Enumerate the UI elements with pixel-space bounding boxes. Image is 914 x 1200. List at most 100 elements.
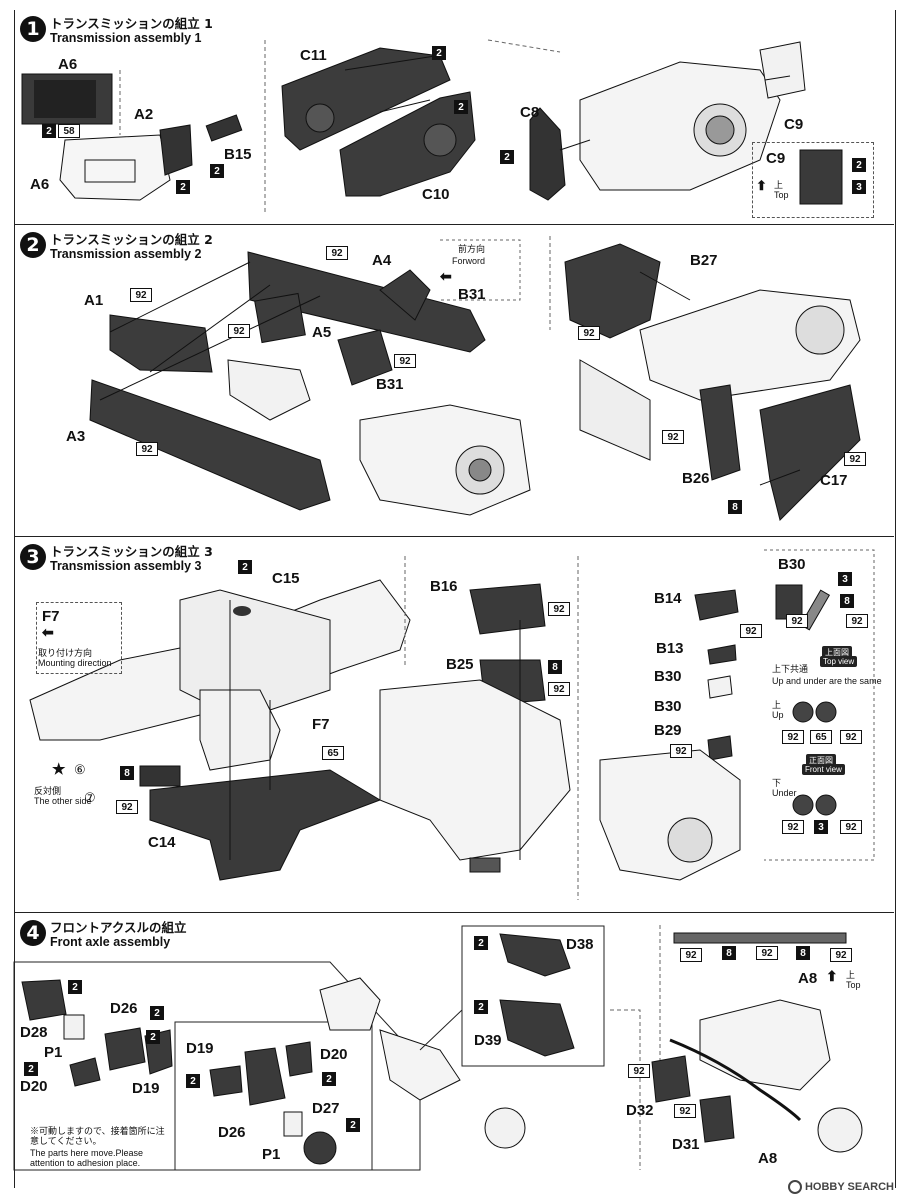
same-label-en: Up and under are the same — [772, 676, 882, 686]
part-label: D20 — [320, 1046, 348, 1063]
color-code: 2 — [186, 1074, 200, 1088]
color-code: 2 — [24, 1062, 38, 1076]
step-number: 3 — [20, 544, 46, 570]
color-code: 2 — [474, 936, 488, 950]
part-label: B26 — [682, 470, 710, 487]
front-view-tag-en: Front view — [802, 764, 845, 775]
step-ref: ⑥ — [74, 762, 86, 777]
color-code: 92 — [670, 744, 692, 758]
color-code: 92 — [548, 682, 570, 696]
part-label: C8 — [520, 104, 540, 121]
color-code: 92 — [840, 820, 862, 834]
up-arrow-icon: ⬆ — [826, 968, 838, 984]
s1-drawings — [21, 39, 843, 214]
mount-label-jp: 取り付け方向 — [38, 648, 93, 658]
step-number: 2 — [20, 232, 46, 258]
up-arrow-icon: ⬆ — [756, 178, 767, 193]
part-label: D32 — [626, 1102, 654, 1119]
forward-label-jp: 前方向 — [458, 244, 486, 254]
star-icon: ★ — [52, 761, 66, 778]
color-code: 92 — [662, 430, 684, 444]
color-code: 92 — [830, 948, 852, 962]
watermark-brand: HOBBY SEARCH — [804, 1181, 894, 1193]
color-code: 8 — [722, 946, 736, 960]
color-code: 8 — [120, 766, 134, 780]
note-en: The parts here move.Please attention to … — [30, 1148, 144, 1168]
part-label: B30 — [654, 668, 682, 685]
page-frame — [14, 10, 896, 1188]
color-code: 92 — [394, 354, 416, 368]
color-code: 92 — [116, 800, 138, 814]
color-code: 92 — [782, 820, 804, 834]
color-code: 65 — [322, 746, 344, 760]
section-title-jp: トランスミッションの組立 1 — [50, 16, 213, 31]
s2-drawings — [89, 236, 861, 521]
color-code: 2 — [454, 100, 468, 114]
part-label: B25 — [446, 656, 474, 673]
under-label-jp: 下 — [772, 778, 782, 788]
part-label: P1 — [262, 1146, 281, 1163]
section-divider — [14, 912, 894, 913]
part-label: C15 — [272, 570, 300, 587]
up-label-en: Up — [772, 710, 784, 720]
part-label: F7 — [42, 608, 60, 625]
color-code: 92 — [786, 614, 808, 628]
section-title-en: Transmission assembly 3 — [50, 559, 202, 573]
color-code: 2 — [176, 180, 190, 194]
other-side-en: The other side — [34, 796, 92, 806]
section-title-jp: トランスミッションの組立 2 — [50, 232, 213, 247]
part-label: B15 — [224, 146, 252, 163]
part-label: B31 — [458, 286, 486, 303]
left-arrow-icon: ⬅ — [440, 268, 452, 284]
color-code: 8 — [548, 660, 562, 674]
color-code: 92 — [228, 324, 250, 338]
color-code: 2 — [146, 1030, 160, 1044]
top-label-jp: 上 — [846, 970, 856, 980]
color-code: 92 — [578, 326, 600, 340]
part-label: B30 — [654, 698, 682, 715]
color-code: 3 — [838, 572, 852, 586]
section-3-header: 3 トランスミッションの組立 3 Transmission assembly 3 — [20, 544, 213, 574]
color-code: 3 — [852, 180, 866, 194]
part-label: A6 — [58, 56, 78, 73]
color-code: 2 — [500, 150, 514, 164]
color-code: 2 — [322, 1072, 336, 1086]
section-2-header: 2 トランスミッションの組立 2 Transmission assembly 2 — [20, 232, 213, 262]
color-code: 92 — [756, 946, 778, 960]
color-code: 2 — [68, 980, 82, 994]
s4-drawings — [13, 925, 863, 1171]
forward-label-en: Forword — [452, 256, 486, 266]
section-divider — [14, 224, 894, 225]
part-label: A8 — [758, 1150, 778, 1167]
top-label-en: Top — [774, 190, 789, 200]
color-code: 92 — [548, 602, 570, 616]
part-label: A3 — [66, 428, 86, 445]
part-label: B14 — [654, 590, 682, 607]
part-label: C10 — [422, 186, 450, 203]
part-label: B31 — [376, 376, 404, 393]
part-label: B13 — [656, 640, 684, 657]
section-title-en: Transmission assembly 1 — [50, 31, 202, 45]
part-label: C14 — [148, 834, 176, 851]
part-label: D27 — [312, 1100, 340, 1117]
color-code: 92 — [136, 442, 158, 456]
note-jp: ※可動しますので、接着箇所に注意してください。 — [30, 1126, 165, 1146]
part-label: B27 — [690, 252, 718, 269]
part-label: A1 — [84, 292, 104, 309]
color-code: 92 — [628, 1064, 650, 1078]
color-code: 8 — [728, 500, 742, 514]
color-code: 92 — [680, 948, 702, 962]
part-label: D20 — [20, 1078, 48, 1095]
section-4-header: 4 フロントアクスルの組立 Front axle assembly — [20, 920, 187, 950]
part-label: A4 — [372, 252, 392, 269]
top-view-tag-en: Top view — [820, 656, 858, 667]
color-code: 3 — [814, 820, 828, 834]
hobbysearch-logo-icon — [787, 1180, 802, 1194]
color-code: 2 — [150, 1006, 164, 1020]
part-label: D31 — [672, 1136, 700, 1153]
part-label: D26 — [110, 1000, 138, 1017]
color-code: 92 — [782, 730, 804, 744]
part-label: B29 — [654, 722, 682, 739]
color-code: 2 — [474, 1000, 488, 1014]
